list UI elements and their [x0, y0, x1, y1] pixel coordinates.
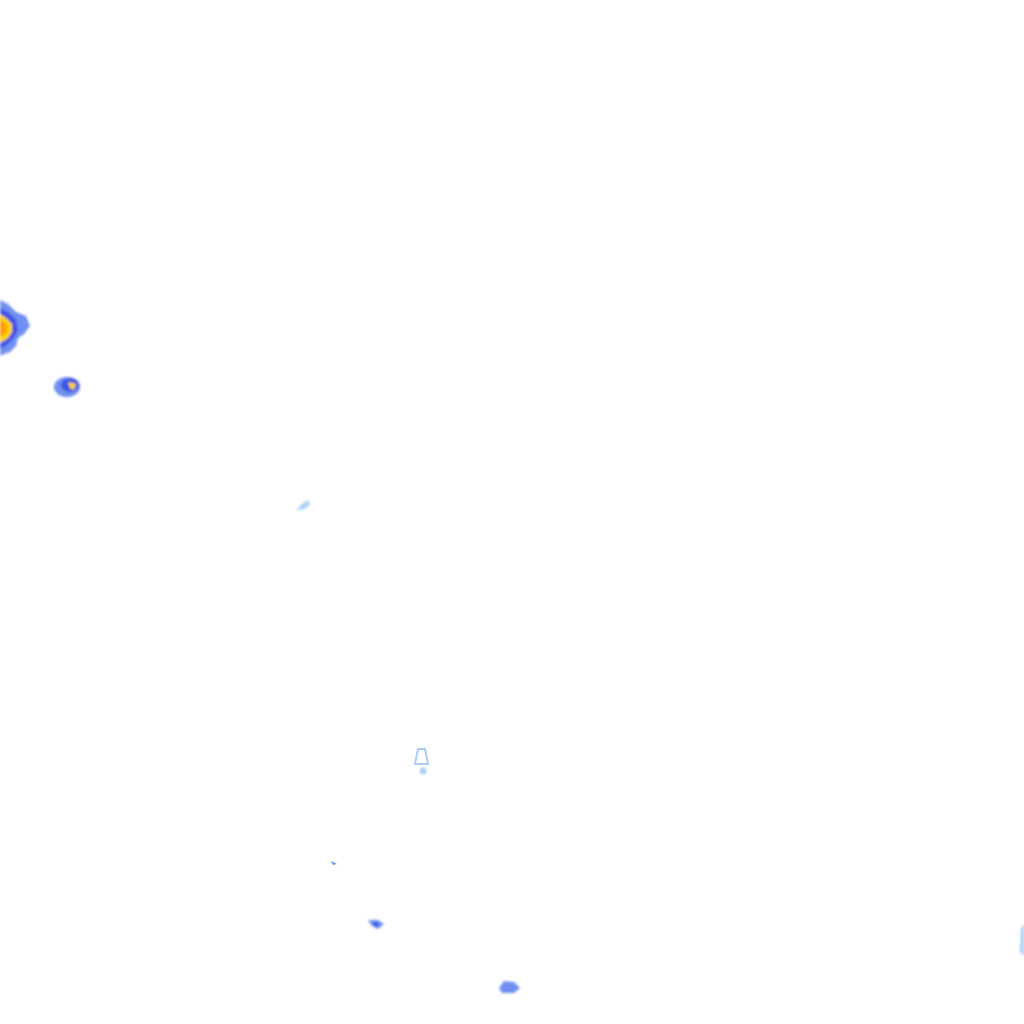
echo-east-edge: [1020, 924, 1024, 956]
echo-west-small-core: [68, 382, 76, 390]
echo-central-speck: [296, 500, 310, 510]
echo-south-streak: [331, 861, 337, 865]
echo-west-small: [54, 377, 80, 397]
echo-south-ring: [413, 748, 430, 765]
echo-south-cell: [368, 920, 384, 929]
echo-west-edge: [0, 300, 30, 356]
echo-south-dot: [419, 767, 427, 775]
echo-west-edge-core: [0, 320, 7, 336]
echo-south-bottom: [499, 981, 520, 993]
